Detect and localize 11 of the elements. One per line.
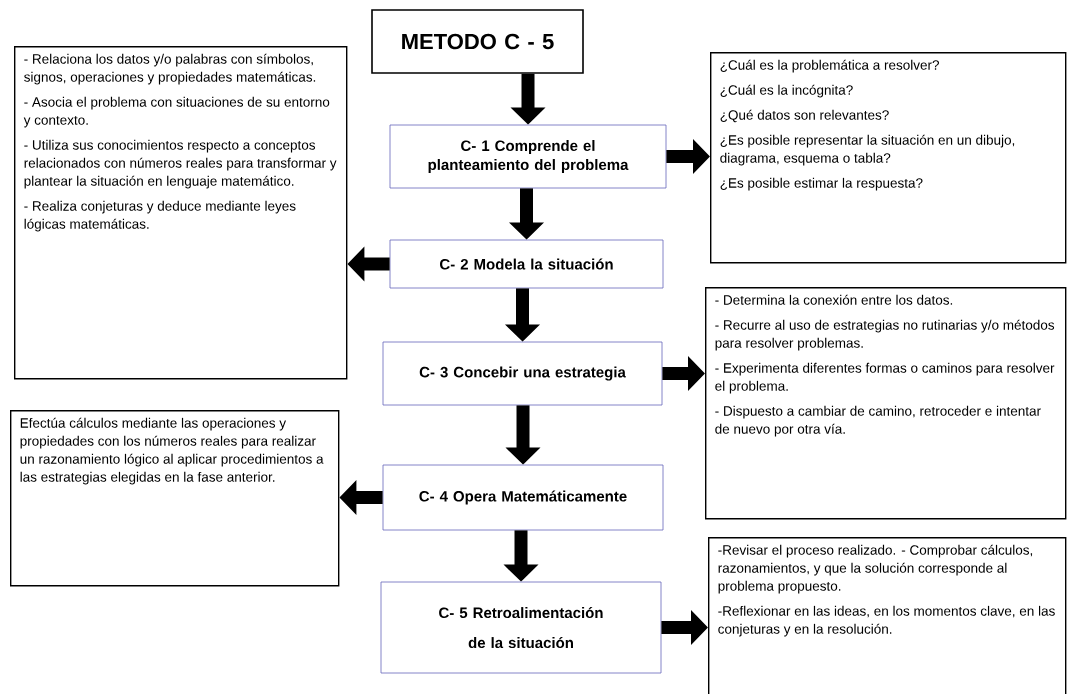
step-box: C- 4 Opera Matemáticamente <box>382 464 664 531</box>
step-box: C- 3 Concebir una estrategia <box>382 341 663 406</box>
title-box: METODO C - 5 <box>371 9 584 74</box>
step-box: C- 1 Comprende el planteamiento del problema <box>389 124 667 189</box>
description-box: - Determina la conexión entre los datos. - Recurre al uso de estrategias no rutinarias y/o métodos para resolver problemas. - Experimenta diferentes formas o caminos para resolver el problema. - Dispuesto a cambiar de camino, retroceder e intentar de nuevo por otra vía. <box>705 287 1067 520</box>
description-box: Efectúa cálculos mediante las operaciones y propiedades con los números reales para realizar un razonamiento lógico al aplicar procedimientos a las estrategias elegidas en la fase anterior. <box>10 410 340 587</box>
step-box: C- 5 Retroalimentación de la situación <box>380 581 662 674</box>
description-box: - Relaciona los datos y/o palabras con símbolos, signos, operaciones y propiedades matemáticas. - Asocia el problema con situaciones de su entorno y contexto. - Utiliza sus conocimientos respecto a conceptos relacionados con números reales para transformar y plantear la situación en lenguaje matemático. - Realiza conjeturas y deduce mediante leyes lógicas matemáticas. <box>14 46 348 380</box>
description-box: ¿Cuál es la problemática a resolver? ¿Cuál es la incógnita? ¿Qué datos son relevantes? ¿Es posible representar la situación en un dibujo, diagrama, esquema o tabla? ¿Es posible estimar la respuesta? <box>710 52 1067 264</box>
description-box: -Revisar el proceso realizado. - Comprobar cálculos, razonamientos, y que la solución corresponde al problema propuesto. -Reflexionar en las ideas, en los momentos clave, en las conjeturas y en la resolución. <box>708 537 1067 694</box>
step-box: C- 2 Modela la situación <box>389 239 664 289</box>
